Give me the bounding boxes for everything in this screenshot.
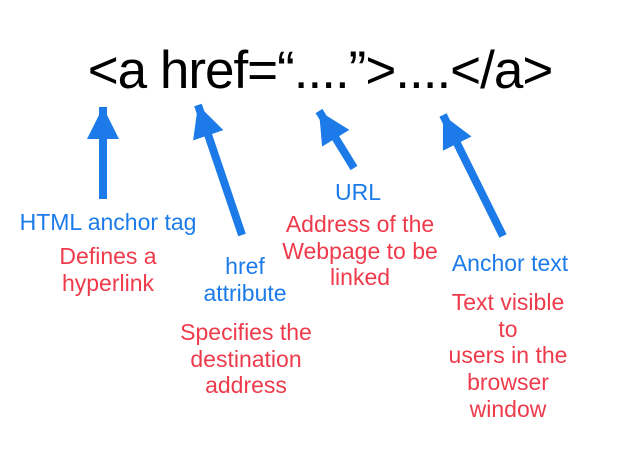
desc-href-attribute: Specifies the destination address	[180, 319, 312, 399]
label-anchor-text: Anchor text	[451, 250, 569, 276]
label-url: URL	[334, 179, 382, 205]
arrow-anchor-text-icon	[439, 113, 507, 238]
label-html-anchor-tag: HTML anchor tag	[19, 209, 197, 235]
desc-anchor-text: Text visible to users in the browser win…	[448, 289, 568, 422]
arrow-url-icon	[315, 108, 358, 171]
label-href-attribute: href attribute	[203, 253, 287, 306]
desc-html-anchor-tag: Defines a hyperlink	[59, 243, 157, 296]
arrow-href-attribute-icon	[193, 103, 246, 237]
code-snippet: <a href=“....”>....</a>	[87, 41, 554, 100]
desc-url: Address of the Webpage to be linked	[282, 211, 438, 291]
